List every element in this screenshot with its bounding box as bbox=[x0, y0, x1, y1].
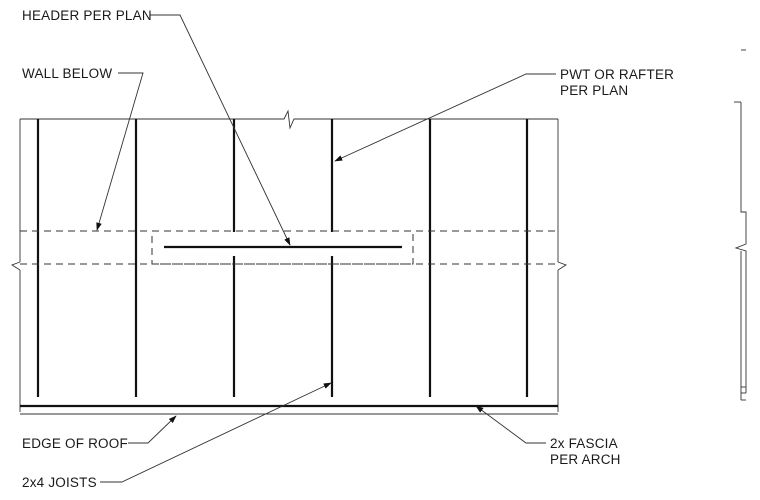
joists-leader bbox=[100, 382, 332, 483]
callout-labels: HEADER PER PLAN WALL BELOW PWT OR RAFTER… bbox=[22, 8, 674, 490]
fascia-edge bbox=[20, 404, 558, 415]
edge-of-roof-label: EDGE OF ROOF bbox=[22, 436, 128, 451]
header-per-plan-label: HEADER PER PLAN bbox=[22, 8, 152, 23]
wall-below-dashed bbox=[20, 230, 558, 265]
header-per-plan-leader bbox=[150, 14, 291, 246]
edge-of-roof-leader bbox=[128, 415, 177, 444]
joists-label: 2x4 JOISTS bbox=[22, 475, 97, 490]
side-profile-line bbox=[734, 102, 747, 393]
fascia-label-line2: PER ARCH bbox=[550, 452, 621, 467]
pwt-leader bbox=[334, 73, 556, 162]
pwt-label-line1: PWT OR RAFTER bbox=[560, 67, 674, 82]
joists bbox=[36, 119, 529, 397]
side-section-detail bbox=[734, 49, 747, 401]
left-break-mark bbox=[10, 261, 21, 271]
leaders bbox=[96, 14, 556, 483]
fascia-leader bbox=[475, 405, 546, 444]
fascia-label-line1: 2x FASCIA bbox=[550, 436, 618, 451]
framing-outline bbox=[10, 109, 568, 412]
right-break-mark bbox=[557, 261, 568, 271]
header-dashed-box bbox=[151, 230, 414, 265]
wall-below-label: WALL BELOW bbox=[22, 66, 112, 81]
wall-below-leader bbox=[96, 72, 144, 231]
pwt-label-line2: PER PLAN bbox=[560, 83, 628, 98]
top-plate-line bbox=[20, 109, 558, 130]
